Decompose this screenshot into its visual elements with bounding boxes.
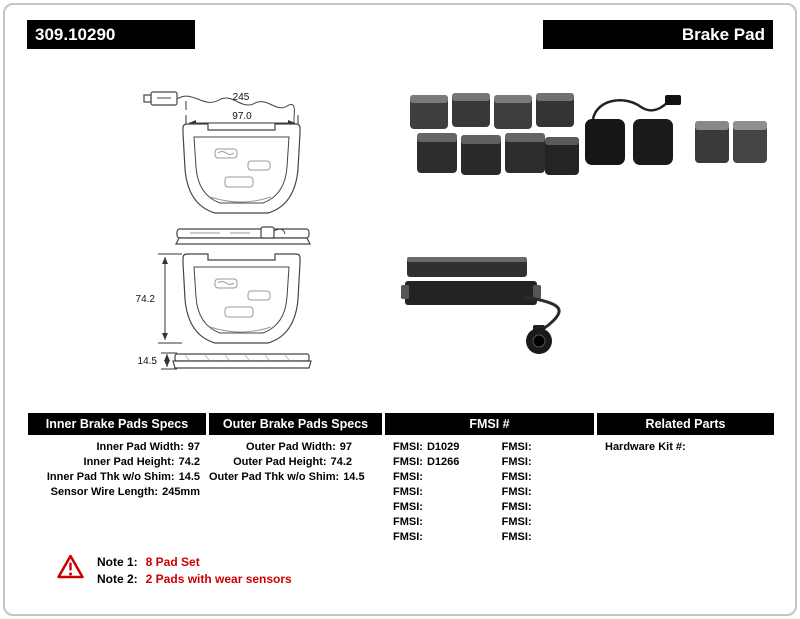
inner-pad-front-drawing — [182, 123, 301, 214]
fmsi-entry: FMSI: — [501, 441, 532, 453]
fmsi-entry: FMSI: — [501, 486, 532, 498]
part-number: 309.10290 — [27, 20, 195, 49]
warning-triangle-icon — [57, 554, 84, 579]
related-parts-column: Hardware Kit #: — [597, 440, 774, 545]
notes-text: Note 1:8 Pad Set Note 2:2 Pads with wear… — [97, 554, 292, 588]
inner-specs-header: Inner Brake Pads Specs — [28, 413, 206, 435]
spec-row: Outer Pad Thk w/o Shim:14.5 — [209, 471, 365, 483]
fmsi-column: FMSI:D1029 FMSI: FMSI:D1266 FMSI: FMSI: … — [385, 440, 594, 545]
spec-row: Inner Pad Height:74.2 — [83, 456, 200, 468]
spec-row: Sensor Wire Length:245mm — [50, 486, 200, 498]
product-type-title: Brake Pad — [543, 20, 773, 49]
diagram-area: 245 97.0 74.2 — [136, 91, 767, 370]
fmsi-entry: FMSI: — [393, 471, 423, 483]
fmsi-entry: FMSI: — [393, 531, 423, 543]
pad-top-view-drawing — [175, 226, 311, 245]
fmsi-entry: FMSI: — [393, 486, 423, 498]
fmsi-entry: FMSI: — [501, 456, 532, 468]
outer-pad-front-drawing — [182, 253, 301, 344]
dim-pad-height-label: 74.2 — [136, 294, 156, 305]
fmsi-entry: FMSI: — [501, 501, 532, 513]
dim-pad-height: 74.2 — [136, 253, 182, 344]
spec-row: Outer Pad Width:97 — [246, 441, 352, 453]
fmsi-entry: FMSI: — [393, 516, 423, 528]
pad-pair-photo — [695, 121, 767, 163]
dim-pad-width-label: 97.0 — [232, 111, 252, 122]
dim-pad-thickness-label: 14.5 — [138, 356, 158, 367]
fmsi-entry: FMSI:D1029 — [393, 441, 460, 453]
related-part-row: Hardware Kit #: — [605, 441, 686, 453]
sensor-pads-photo — [585, 95, 681, 165]
pad-set-photo — [410, 93, 579, 175]
fmsi-entry: FMSI: — [501, 516, 532, 528]
related-parts-header: Related Parts — [597, 413, 774, 435]
fmsi-entry: FMSI: — [501, 531, 532, 543]
pad-edge-view-drawing — [172, 353, 312, 369]
note-2: Note 2:2 Pads with wear sensors — [97, 572, 292, 586]
note-1: Note 1:8 Pad Set — [97, 555, 200, 569]
fmsi-header: FMSI # — [385, 413, 594, 435]
spec-sheet: 309.10290 Brake Pad — [3, 3, 797, 616]
sensor-pad-assembly-photo — [401, 257, 561, 354]
fmsi-entry: FMSI:D1266 — [393, 456, 460, 468]
spec-row: Inner Pad Thk w/o Shim:14.5 — [46, 471, 200, 483]
dim-pad-thickness: 14.5 — [138, 352, 177, 370]
outer-specs-header: Outer Brake Pads Specs — [209, 413, 382, 435]
notes-section: Note 1:8 Pad Set Note 2:2 Pads with wear… — [57, 554, 292, 588]
dim-sensor-wire-label: 245 — [233, 92, 250, 103]
outer-specs-column: Outer Pad Width:97 Outer Pad Height:74.2… — [209, 440, 382, 545]
spec-row: Inner Pad Width:97 — [96, 441, 200, 453]
fmsi-entry: FMSI: — [501, 471, 532, 483]
specs-table: Inner Brake Pads Specs Outer Brake Pads … — [28, 413, 774, 545]
inner-specs-column: Inner Pad Width:97 Inner Pad Height:74.2… — [28, 440, 206, 545]
fmsi-entry: FMSI: — [393, 501, 423, 513]
spec-row: Outer Pad Height:74.2 — [233, 456, 352, 468]
sensor-wire-drawing: 245 — [143, 91, 295, 123]
